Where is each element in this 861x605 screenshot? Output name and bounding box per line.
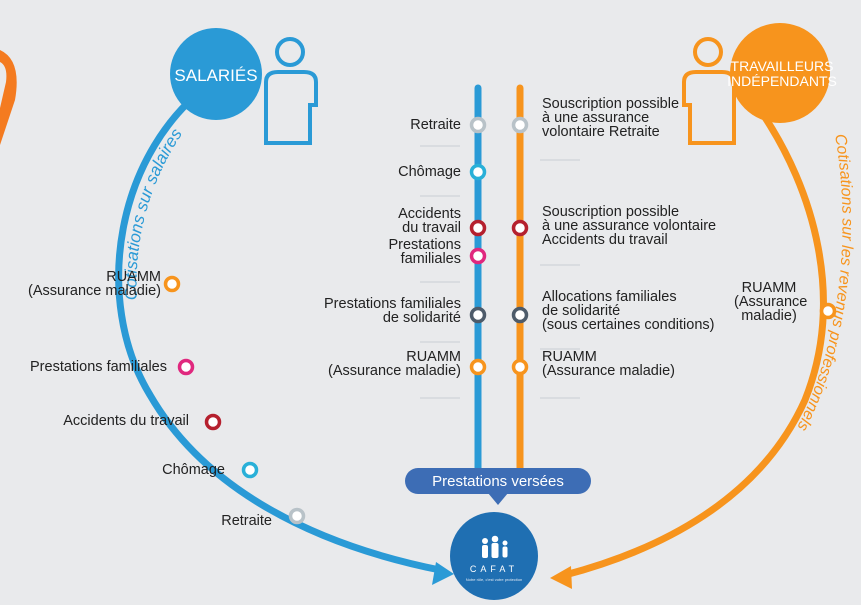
- independants-title-line2: INDÉPENDANTS: [727, 73, 837, 89]
- independants-title-line1: TRAVAILLEURS: [731, 58, 834, 74]
- center-left-node-2: [469, 219, 487, 237]
- center-right-label-ruamm: RUAMM (Assurance maladie): [542, 349, 675, 379]
- badge-pointer: [488, 493, 508, 505]
- center-right-node-3: [511, 358, 529, 376]
- center-left-label-solidarite: Prestations familiales de solidarité: [324, 296, 461, 326]
- salaries-title: SALARIÉS: [174, 66, 257, 85]
- salaries-label-retraite: Retraite: [221, 513, 272, 529]
- center-right-label-accidents: Souscription possible à une assurance vo…: [542, 204, 717, 248]
- cafat-name: CAFAT: [470, 564, 518, 574]
- independants-label-ruamm: RUAMM (Assurance maladie): [734, 280, 808, 324]
- center-right-label-retraite: Souscription possible à une assurance vo…: [542, 96, 680, 140]
- decorative-orange-shape: [0, 50, 17, 145]
- cafat-family-icon: [482, 535, 508, 558]
- independants-arrowhead: [550, 566, 572, 589]
- salaries-arc: [115, 76, 444, 574]
- cafat-tagline: Notre rôle, c'est votre protection: [466, 577, 523, 582]
- center-right-node-1: [511, 219, 529, 237]
- salaries-label-accidents: Accidents du travail: [63, 413, 189, 429]
- salaries-node-1: [177, 358, 195, 376]
- center-right-node-0: [511, 116, 529, 134]
- center-right-label-allocations: Allocations familiales de solidarité (so…: [542, 289, 715, 333]
- salaries-node-4: [288, 507, 306, 525]
- independent-person-icon: [682, 37, 736, 145]
- salaries-node-3: [241, 461, 259, 479]
- salaries-label-prestations: Prestations familiales: [30, 359, 167, 375]
- independants-arc: [561, 106, 827, 579]
- prestations-versees-badge: [405, 468, 591, 494]
- center-left-label-chomage: Chômage: [398, 164, 461, 180]
- salaried-person-icon: [264, 37, 318, 145]
- independants-node-0: [819, 302, 837, 320]
- salaries-label-chomage: Chômage: [162, 462, 225, 478]
- center-left-label-prestations: Prestations familiales: [388, 237, 461, 267]
- center-left-label-retraite: Retraite: [410, 117, 461, 133]
- salaries-circle: [170, 28, 262, 120]
- prestations-versees-label: Prestations versées: [432, 473, 564, 490]
- salaries-label-ruamm: RUAMM (Assurance maladie): [28, 269, 161, 299]
- salaries-node-0: [163, 275, 181, 293]
- independants-circle: [730, 23, 830, 123]
- center-left-node-4: [469, 306, 487, 324]
- center-left-label-ruamm: RUAMM (Assurance maladie): [328, 349, 461, 379]
- center-left-label-accidents: Accidents du travail: [398, 206, 461, 236]
- salaries-arrowhead: [432, 562, 454, 585]
- salaries-node-2: [204, 413, 222, 431]
- center-right-node-2: [511, 306, 529, 324]
- center-left-node-1: [469, 163, 487, 181]
- center-left-node-0: [469, 116, 487, 134]
- center-left-node-5: [469, 358, 487, 376]
- center-left-node-3: [469, 247, 487, 265]
